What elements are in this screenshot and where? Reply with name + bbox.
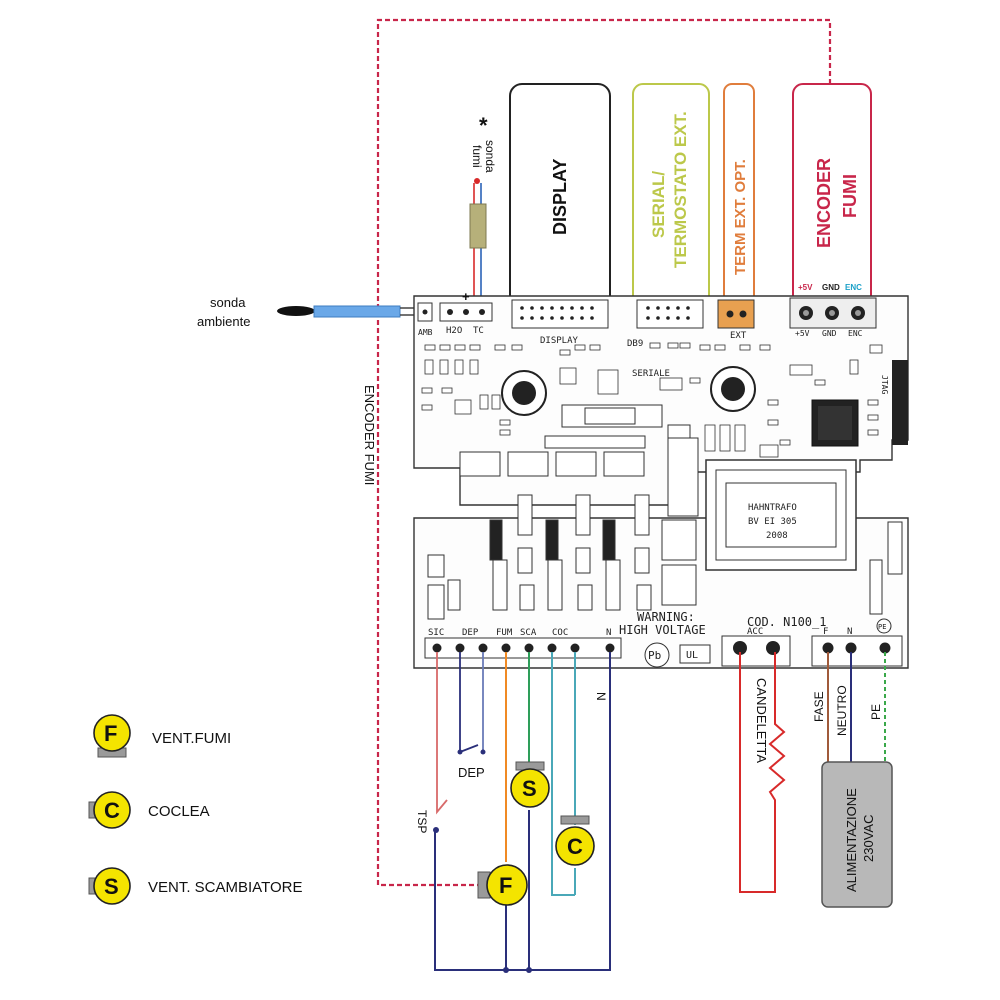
ul-mark: UL xyxy=(679,644,711,664)
cn-db9-label: DB9 xyxy=(627,339,643,349)
pin-enc-label: ENC xyxy=(848,329,863,338)
candeletta-wire xyxy=(739,652,786,893)
alimentazione-label-1: ALIMENTAZIONE xyxy=(844,788,859,892)
power-supply-box: ALIMENTAZIONE 230VAC xyxy=(821,761,893,908)
terminal-dep: DEP xyxy=(462,628,479,638)
motor-s-letter: S xyxy=(522,776,537,801)
sonda-ambiente-probe: sonda ambiente xyxy=(197,295,428,329)
warning-label-1: WARNING: xyxy=(637,610,695,624)
jtag-label: JTAG xyxy=(880,375,889,394)
legend-symbol-s: S xyxy=(104,874,119,899)
neutro-label: NEUTRO xyxy=(835,685,849,736)
motor-scambiatore: S xyxy=(510,761,550,808)
encoder-pin-gnd: GND xyxy=(822,283,840,292)
legend-item-vent-scambiatore: S VENT. SCAMBIATORE xyxy=(88,867,302,905)
terminal-block-acc xyxy=(721,635,791,667)
hdr-amb-label: AMB xyxy=(418,328,433,337)
hdr-tc-label: TC xyxy=(473,326,484,336)
cn-seriale-label: SERIALE xyxy=(632,369,670,379)
cn-ext-label: EXT xyxy=(730,331,747,341)
legend-text-vent-fumi: VENT.FUMI xyxy=(152,730,231,747)
sonda-fumi-probe: * sonda fumi xyxy=(469,113,497,298)
control-board: AMB H2O TC + DISPLAY DB9 SERIALE EXT +5V… xyxy=(413,289,909,669)
sonda-fumi-star: * xyxy=(479,113,488,138)
trafo-line-1: HAHNTRAFO xyxy=(748,503,797,513)
n-wire-label: N xyxy=(594,692,608,701)
encoder-fumi-wire-label: ENCODER FUMI xyxy=(362,385,377,485)
motor-c-letter: C xyxy=(567,834,583,859)
trafo-line-2: BV EI 305 xyxy=(748,517,797,527)
serial-module-label-2: TERMOSTATO EXT. xyxy=(671,111,690,268)
terminal-acc-label: ACC xyxy=(747,627,763,637)
warning-label-2: HIGH VOLTAGE xyxy=(619,623,706,637)
sonda-ambiente-label-1: sonda xyxy=(210,295,246,310)
term-module: TERM EXT. OPT. xyxy=(723,83,755,330)
sonda-ambiente-label-2: ambiente xyxy=(197,314,250,329)
legend-symbol-f: F xyxy=(104,721,117,746)
jtag-header xyxy=(892,360,908,445)
motor-f-letter: F xyxy=(499,873,512,898)
motor-coclea: C xyxy=(555,815,595,866)
terminal-f-label: F xyxy=(823,627,828,637)
sonda-fumi-label-1: sonda xyxy=(483,140,497,173)
tsp-label: TSP xyxy=(415,810,429,833)
n-wire xyxy=(434,652,611,971)
alimentazione-label-2: 230VAC xyxy=(861,815,876,862)
encoder-module: ENCODER FUMI +5V GND ENC xyxy=(792,83,872,330)
svg-text:UL: UL xyxy=(686,650,698,661)
opto-2 xyxy=(507,451,549,477)
cn-display-label: DISPLAY xyxy=(540,336,579,346)
coc-wire-1 xyxy=(551,652,575,896)
svg-text:Pb: Pb xyxy=(648,649,661,662)
terminal-coc: COC xyxy=(552,628,568,638)
terminal-block-left xyxy=(424,637,622,659)
legend-item-coclea: C COCLEA xyxy=(88,791,210,829)
pe-mark: PE xyxy=(876,618,892,634)
opto-4 xyxy=(603,451,645,477)
ext-connector xyxy=(717,299,755,329)
serial-connector xyxy=(636,299,704,329)
display-connector xyxy=(511,299,609,329)
encoder-module-label-2: FUMI xyxy=(840,174,860,218)
opto-1 xyxy=(459,451,501,477)
pin-5v-label: +5V xyxy=(795,329,810,338)
pb-mark: Pb xyxy=(644,642,670,668)
legend-item-vent-fumi: F VENT.FUMI xyxy=(93,714,231,758)
terminal-sca: SCA xyxy=(520,628,537,638)
terminal-n2-label: N xyxy=(847,627,852,637)
pin-gnd-label: GND xyxy=(822,329,837,338)
encoder-pin-5v: +5V xyxy=(798,283,813,292)
motor-fumi: F xyxy=(477,864,528,906)
encoder-module-label-1: ENCODER xyxy=(814,158,834,248)
legend: F VENT.FUMI C COCLEA S VENT. SCAMBIATORE xyxy=(88,714,302,905)
hdr-h2o-label: H2O xyxy=(446,326,462,336)
encoder-pin-enc: ENC xyxy=(845,283,862,292)
dep-label: DEP xyxy=(458,765,485,780)
terminal-n: N xyxy=(606,628,611,638)
cod-label: COD. N100_1 xyxy=(747,615,826,629)
opto-3 xyxy=(555,451,597,477)
fase-label: FASE xyxy=(812,691,826,722)
candeletta-label: CANDELETTA xyxy=(754,678,769,763)
serial-module: SERIAL/ TERMOSTATO EXT. xyxy=(632,83,710,330)
sonda-fumi-label-2: fumi xyxy=(470,145,484,168)
display-module: DISPLAY xyxy=(509,83,611,330)
legend-symbol-c: C xyxy=(104,798,120,823)
hdr-plus-label: + xyxy=(462,289,470,304)
legend-text-vent-scambiatore: VENT. SCAMBIATORE xyxy=(148,879,302,896)
terminal-fum: FUM xyxy=(496,628,513,638)
term-module-label: TERM EXT. OPT. xyxy=(732,159,749,275)
svg-text:PE: PE xyxy=(878,623,886,631)
serial-module-label-1: SERIAL/ xyxy=(649,171,668,238)
legend-text-coclea: COCLEA xyxy=(148,803,210,820)
display-module-label: DISPLAY xyxy=(550,159,570,235)
trafo-line-3: 2008 xyxy=(766,531,788,541)
sic-wire xyxy=(436,652,448,815)
terminal-sic: SIC xyxy=(428,628,444,638)
pe-label: PE xyxy=(869,704,883,720)
